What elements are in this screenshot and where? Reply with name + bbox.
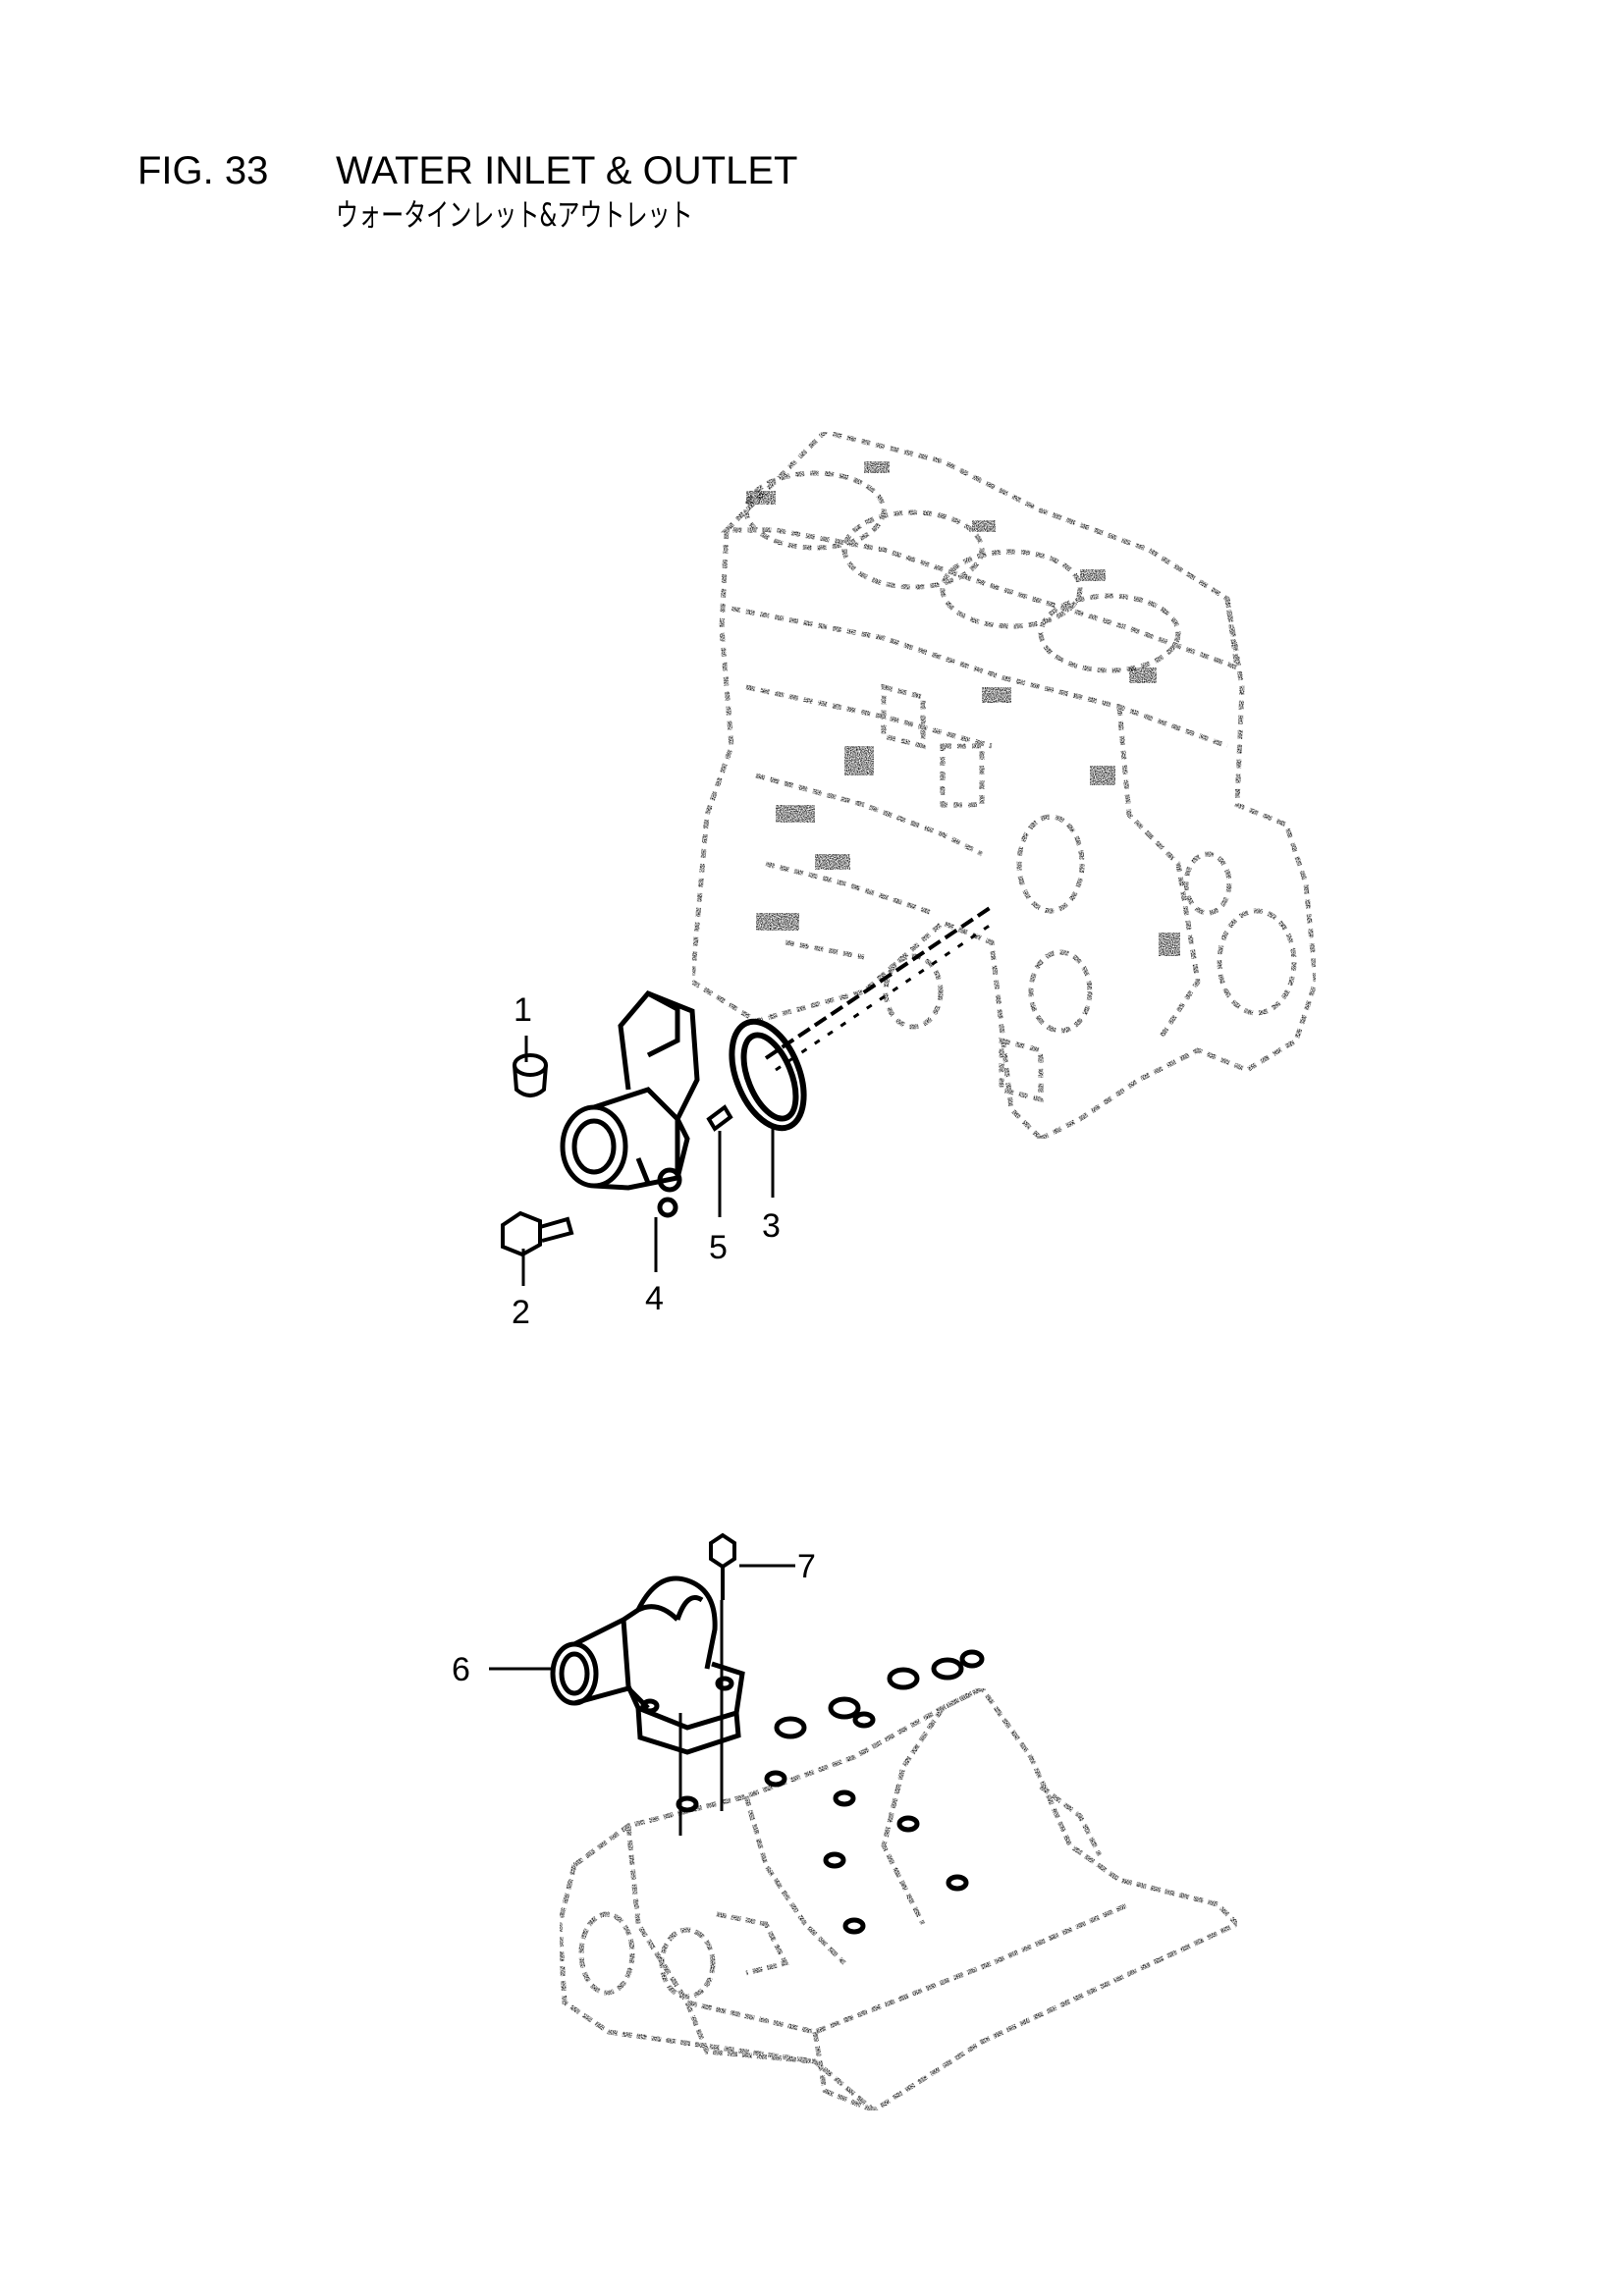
figure-subtitle: ウォータインレット&アウトレット bbox=[336, 196, 693, 234]
part-6-water-outlet-icon bbox=[550, 1575, 745, 1755]
part-5-pin-icon bbox=[706, 1104, 733, 1132]
part-3-gasket-icon bbox=[729, 1018, 807, 1132]
callout-2: 2 bbox=[512, 1294, 530, 1331]
callout-6: 6 bbox=[452, 1651, 470, 1688]
callout-3: 3 bbox=[762, 1207, 781, 1245]
assembly-guide-lines bbox=[489, 1564, 795, 1836]
callout-5: 5 bbox=[709, 1229, 728, 1266]
gasket-leader-line-2 bbox=[775, 921, 995, 1072]
part-2-bolt-icon bbox=[501, 1210, 574, 1257]
engine-block-icon bbox=[689, 429, 1319, 1142]
part-4-water-inlet-icon bbox=[560, 990, 700, 1218]
gasket-leader-line bbox=[764, 906, 992, 1060]
callout-4: 4 bbox=[645, 1280, 664, 1317]
cylinder-head-holes-icon bbox=[676, 1649, 985, 1935]
callout-7: 7 bbox=[797, 1548, 816, 1585]
cylinder-head-icon bbox=[557, 1684, 1239, 2114]
callout-1: 1 bbox=[514, 991, 532, 1029]
part-1-bush-icon bbox=[513, 1053, 548, 1097]
figure-title: WATER INLET & OUTLET bbox=[336, 149, 798, 192]
engine-block-detail-icon bbox=[746, 461, 1180, 956]
part-7-bolt-icon bbox=[709, 1532, 736, 1600]
figure-number: FIG. 33 bbox=[137, 149, 269, 192]
